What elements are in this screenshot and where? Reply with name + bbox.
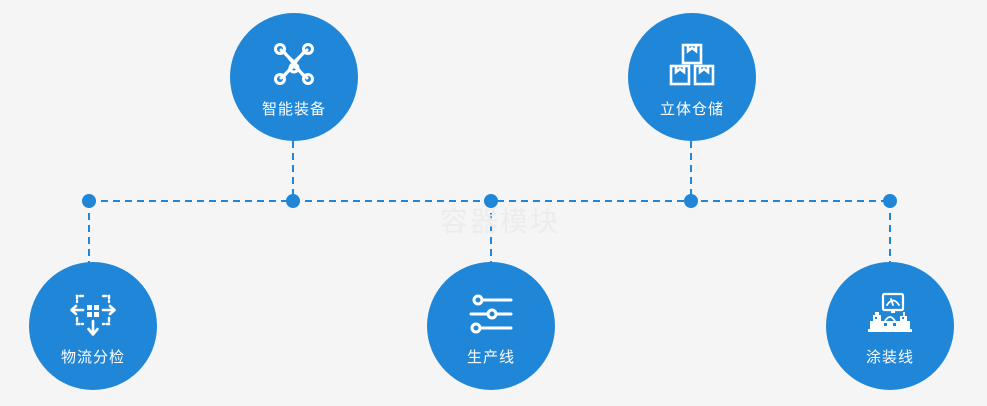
node-production-line[interactable]: 生产线: [427, 262, 555, 390]
node-label: 立体仓储: [659, 100, 724, 118]
junction-dot: [286, 194, 300, 208]
node-label: 智能装备: [261, 100, 326, 118]
junction-dot: [82, 194, 96, 208]
junction-dot: [484, 194, 498, 208]
background-watermark: 容器模块: [440, 206, 561, 237]
node-label: 物流分检: [60, 348, 125, 366]
paint-machine-icon: [864, 288, 916, 340]
node-intelligent-equipment[interactable]: 智能装备: [230, 13, 358, 141]
junction-dot: [684, 194, 698, 208]
node-label: 涂装线: [865, 348, 914, 366]
sliders-icon: [465, 288, 517, 340]
node-stereoscopic-warehouse[interactable]: 立体仓储: [628, 13, 756, 141]
network-nodes-icon: [268, 38, 320, 90]
stacked-boxes-icon: [666, 38, 718, 90]
node-painting-line[interactable]: 涂装线: [826, 262, 954, 390]
junction-dot: [883, 194, 897, 208]
sorting-arrows-icon: [67, 288, 119, 340]
node-label: 生产线: [466, 348, 515, 366]
node-logistics-sorting[interactable]: 物流分检: [29, 262, 157, 390]
